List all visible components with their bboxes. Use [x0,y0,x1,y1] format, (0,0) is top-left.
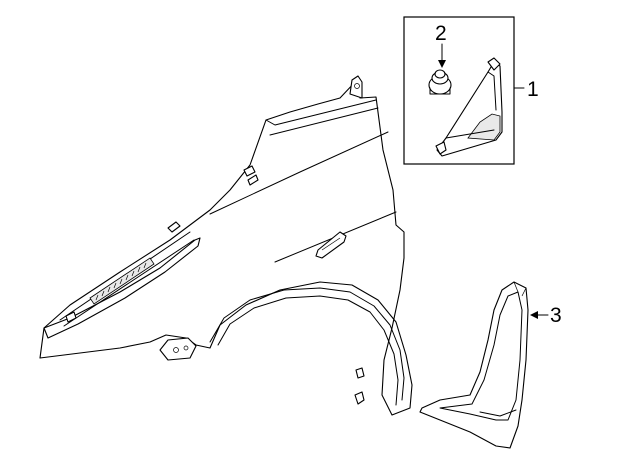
callout-3-arrowhead [530,311,538,319]
fender-body [39,79,413,416]
side-marker-opening [315,231,347,259]
inset-box [403,16,515,165]
garnish-part-1 [435,57,503,157]
callout-3-label: 3 [550,304,562,327]
rail-clip-2 [243,165,256,177]
rear-tab [355,367,365,379]
mud-guard-part-3 [419,281,529,449]
clip-part-2 [428,69,452,95]
tab-hole [354,83,360,89]
hood-flange-line [265,99,377,126]
fender-top-tab [349,75,363,99]
rail-clip-3 [247,174,259,186]
callout-1-label: 1 [527,78,539,101]
fender [39,75,413,416]
wheel-arch-lip-2 [217,295,399,406]
rear-hook [354,391,365,405]
rail-clip-1 [167,221,181,233]
rail-vent [89,257,155,305]
rail-clip-4 [65,311,77,323]
hood-flange-line-2 [269,107,379,136]
callout-2-label: 2 [435,22,447,45]
wheel-arch-lip [209,287,405,401]
character-line [209,131,389,215]
rail-edge-2 [63,239,195,327]
callout-2-arrowhead [438,60,446,68]
